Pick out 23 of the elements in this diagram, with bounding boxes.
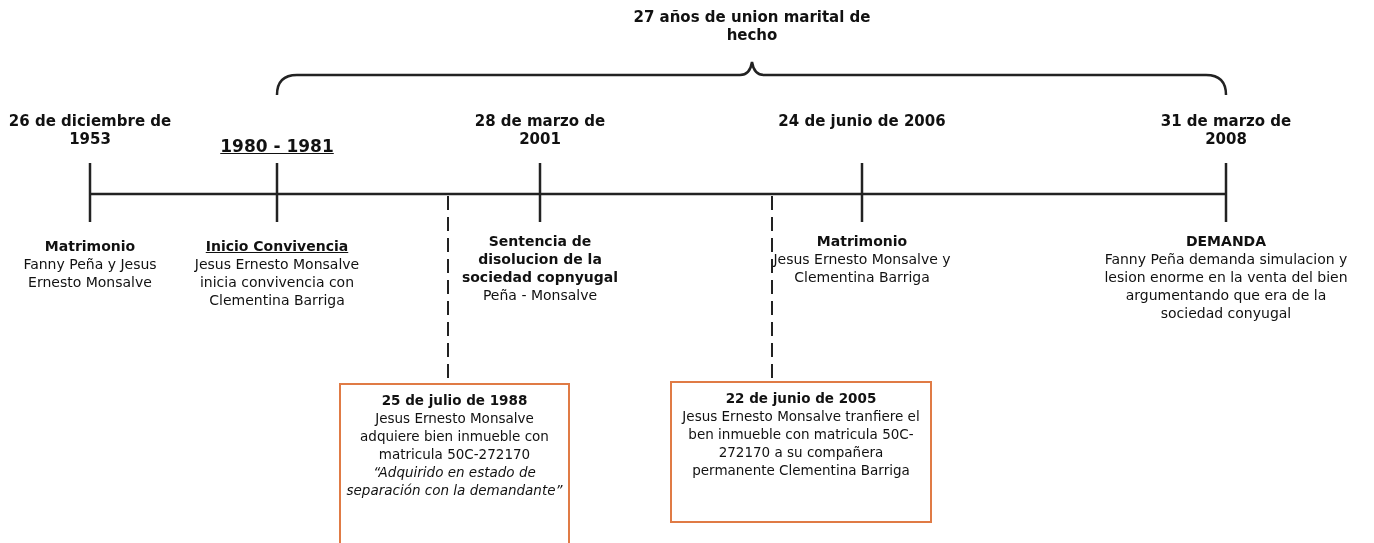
event-box bbox=[339, 383, 570, 543]
date-label: 26 de diciembre de 1953 bbox=[7, 112, 173, 148]
event-description: Jesus Ernesto Monsalve inicia convivencia con Clementina Barriga bbox=[193, 255, 361, 309]
event-description: Fanny Peña y Jesus Ernesto Monsalve bbox=[22, 255, 158, 291]
event-title: DEMANDA bbox=[1184, 232, 1268, 250]
event-description: Jesus Ernesto Monsalve adquiere bien inmueble con matricula 50C-272170 bbox=[359, 409, 550, 463]
event-date: 22 de junio de 2005 bbox=[724, 389, 878, 407]
event-description: Jesus Ernesto Monsalve tranfiere el ben inmueble con matricula 50C-272170 a su compañera permanente Clementina Barriga bbox=[680, 407, 921, 479]
date-label: 28 de marzo de 2001 bbox=[473, 112, 607, 148]
event-quote: “Adquirido en estado de separación con la demandante” bbox=[345, 463, 564, 499]
event-title: Matrimonio bbox=[43, 237, 137, 255]
event-date: 25 de julio de 1988 bbox=[380, 391, 529, 409]
date-label: 31 de marzo de 2008 bbox=[1159, 112, 1293, 148]
event-title: Matrimonio bbox=[815, 232, 909, 250]
duration-label: 27 años de union marital de hecho bbox=[632, 8, 872, 44]
event-description: Fanny Peña demanda simulacion y lesion enorme en la venta del bien argumentando que era de la sociedad conyugal bbox=[1103, 250, 1349, 322]
event-title: Inicio Convivencia bbox=[204, 237, 350, 255]
date-label: 1980 - 1981 bbox=[219, 137, 335, 155]
event-description: Jesus Ernesto Monsalve y Clementina Barriga bbox=[771, 250, 952, 286]
event-box bbox=[670, 381, 932, 523]
event-description: Peña - Monsalve bbox=[481, 286, 599, 304]
event-title: Sentencia de disolucion de la sociedad copnyugal bbox=[460, 232, 620, 286]
date-label: 24 de junio de 2006 bbox=[777, 112, 947, 130]
